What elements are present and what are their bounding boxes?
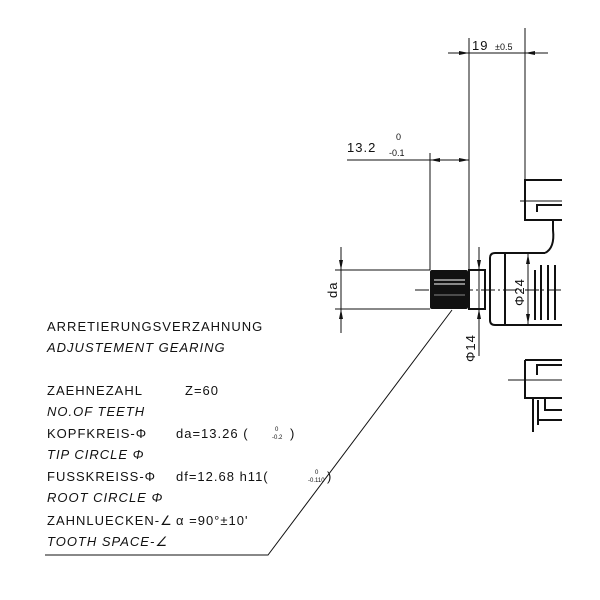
tooth-space-label-en: TOOTH SPACE-∠ xyxy=(47,534,168,549)
tip-circle-value: da=13.26 ( xyxy=(176,426,249,441)
spec-title-en: ADJUSTEMENT GEARING xyxy=(46,340,226,355)
dimension-13-2: 13.2 0 -0.1 xyxy=(347,132,469,270)
shaft xyxy=(415,220,562,326)
root-circle-value: df=12.68 h11( xyxy=(176,469,269,484)
dimension-13-2-value: 13.2 xyxy=(347,140,376,155)
root-circle-value-end: ) xyxy=(327,469,332,484)
dimension-da: da xyxy=(325,247,430,333)
tip-circle-value-end: ) xyxy=(290,426,295,441)
tip-circle-tol-lower: -0.2 xyxy=(272,435,283,441)
root-circle-tol-upper: 0 xyxy=(315,470,319,476)
dimension-19-tolerance: ±0.5 xyxy=(495,42,512,52)
tip-circle-tol-upper: 0 xyxy=(275,427,279,433)
dimension-d14-label: Φ14 xyxy=(463,334,478,362)
tip-circle-label-en: TIP CIRCLE Φ xyxy=(47,447,145,462)
root-circle-label-en: ROOT CIRCLE Φ xyxy=(47,490,163,505)
tooth-space-value: α =90°±10' xyxy=(176,513,248,528)
root-circle-tol-lower: -0.110 xyxy=(308,478,325,484)
dimension-13-2-tol-upper: 0 xyxy=(396,132,401,142)
root-circle-label-de: FUSSKREISS-Φ xyxy=(47,469,156,484)
dimension-19: 19 ±0.5 xyxy=(448,28,548,290)
dimension-19-value: 19 xyxy=(472,38,488,53)
teeth-label-en: NO.OF TEETH xyxy=(47,404,145,419)
tip-circle-label-de: KOPFKREIS-Φ xyxy=(47,426,147,441)
dimension-d14: Φ14 xyxy=(463,247,481,362)
dimension-d24: Φ24 xyxy=(512,254,530,324)
leader-line xyxy=(45,309,453,556)
spec-title-de: ARRETIERUNGSVERZAHNUNG xyxy=(47,319,263,334)
tooth-space-label-de: ZAHNLUECKEN-∠ xyxy=(47,513,173,528)
spec-block: ARRETIERUNGSVERZAHNUNG ADJUSTEMENT GEARI… xyxy=(46,319,332,549)
teeth-label-de: ZAEHNEZAHL xyxy=(47,383,143,398)
dimension-13-2-tol-lower: -0.1 xyxy=(389,148,405,158)
dimension-da-label: da xyxy=(325,282,340,298)
housing xyxy=(508,179,562,432)
teeth-value: Z=60 xyxy=(185,383,219,398)
dimension-d24-label: Φ24 xyxy=(512,278,527,306)
